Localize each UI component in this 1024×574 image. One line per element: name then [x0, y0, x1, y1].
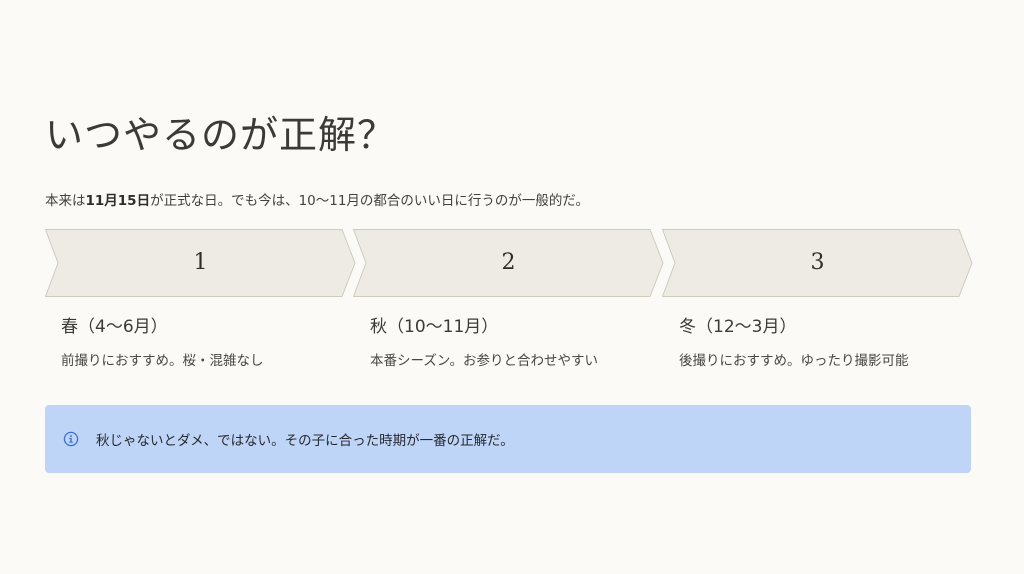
lead-text: 本来は11月15日が正式な日。でも今は、10〜11月の都合のいい日に行うのが一般… — [45, 189, 589, 209]
step-chevron-2: 2 — [353, 229, 664, 297]
season-description: 後撮りにおすすめ。ゆったり撮影可能 — [679, 353, 909, 369]
page-title: いつやるのが正解？ — [45, 113, 397, 157]
chevron-shape — [353, 229, 664, 297]
season-label: 秋（10〜11月） — [370, 317, 499, 337]
lead-before: 本来は — [45, 193, 86, 209]
step-detail-3: 冬（12〜3月） 後撮りにおすすめ。ゆったり撮影可能 — [679, 312, 979, 369]
step-detail-2: 秋（10〜11月） 本番シーズン。お参りと合わせやすい — [370, 312, 670, 369]
step-number-3: 3 — [810, 250, 825, 275]
season-description: 本番シーズン。お参りと合わせやすい — [370, 353, 599, 369]
step-detail-1: 春（4〜6月） 前撮りにおすすめ。桜・混雑なし — [61, 312, 361, 369]
chevron-shape — [45, 229, 356, 297]
info-callout: 秋じゃないとダメ、ではない。その子に合った時期が一番の正解だ。 — [45, 405, 971, 473]
chevron-shape — [662, 229, 973, 297]
callout-text: 秋じゃないとダメ、ではない。その子に合った時期が一番の正解だ。 — [96, 433, 514, 449]
step-chevron-3: 3 — [662, 229, 973, 297]
lead-after: が正式な日。でも今は、10〜11月の都合のいい日に行うのが一般的だ。 — [150, 193, 590, 209]
season-label: 春（4〜6月） — [61, 317, 168, 337]
step-chevrons: 1 2 3 — [45, 229, 973, 297]
season-label: 冬（12〜3月） — [679, 317, 797, 337]
step-chevron-1: 1 — [45, 229, 356, 297]
info-icon — [63, 431, 79, 447]
step-number-2: 2 — [501, 250, 516, 275]
step-number-1: 1 — [193, 250, 208, 275]
lead-date: 11月15日 — [85, 193, 151, 209]
season-description: 前撮りにおすすめ。桜・混雑なし — [61, 353, 264, 369]
